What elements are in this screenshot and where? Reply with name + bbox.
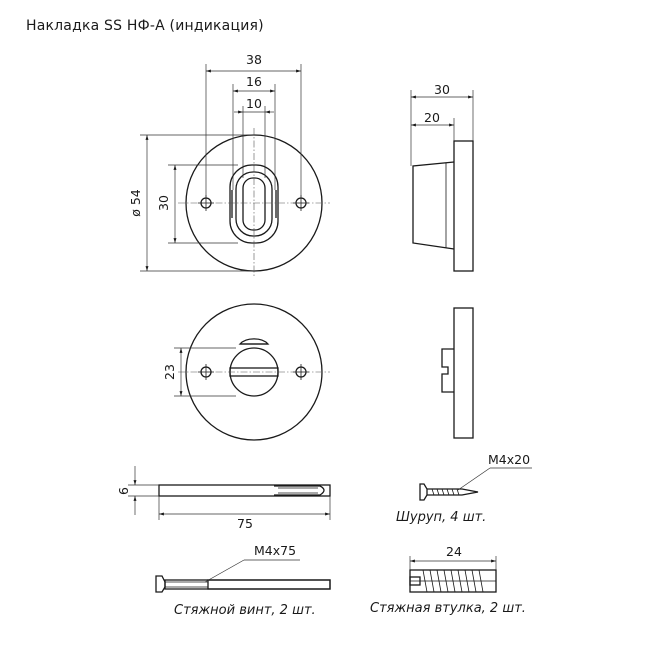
dim-diameter-label: ø 54	[128, 189, 143, 217]
drawing-title: Накладка SS НФ-А (индикация)	[26, 18, 264, 34]
dim-30-vertical-label: 30	[156, 195, 171, 211]
tie-screw-caption: Стяжной винт, 2 шт.	[174, 603, 316, 618]
dim-75-label: 75	[237, 516, 253, 531]
tie-screw-spec-label: M4x75	[254, 543, 296, 558]
front-view-indicator: 23	[162, 303, 330, 441]
front-view-dimensions: 38 16 10 ø 54 30	[128, 52, 302, 272]
front-view-rosette	[178, 128, 330, 278]
dim-20-side-label: 20	[424, 110, 440, 125]
dim-38-label: 38	[246, 52, 262, 67]
dim-16-label: 16	[246, 74, 262, 89]
indicator-window-icon	[238, 338, 270, 345]
dim-6-label: 6	[116, 487, 131, 495]
dim-23-label: 23	[162, 364, 177, 380]
screw-spec-label: M4x20	[488, 452, 530, 467]
dim-10-label: 10	[246, 96, 262, 111]
tie-bushing-caption: Стяжная втулка, 2 шт.	[370, 601, 526, 616]
side-view-indicator	[441, 307, 474, 439]
tie-screw-part: M4x75 Стяжной винт, 2 шт.	[155, 543, 331, 618]
dim-24-label: 24	[446, 544, 462, 559]
screw-caption: Шуруп, 4 шт.	[396, 510, 486, 525]
wood-screw-part: M4x20 Шуруп, 4 шт.	[396, 452, 532, 525]
side-view-top: 30 20	[410, 82, 474, 272]
dim-30-side-label: 30	[434, 82, 450, 97]
rod-part: 6 75	[116, 466, 331, 531]
tie-bushing-part: 24 Стяжная втулка, 2 шт.	[370, 544, 526, 616]
